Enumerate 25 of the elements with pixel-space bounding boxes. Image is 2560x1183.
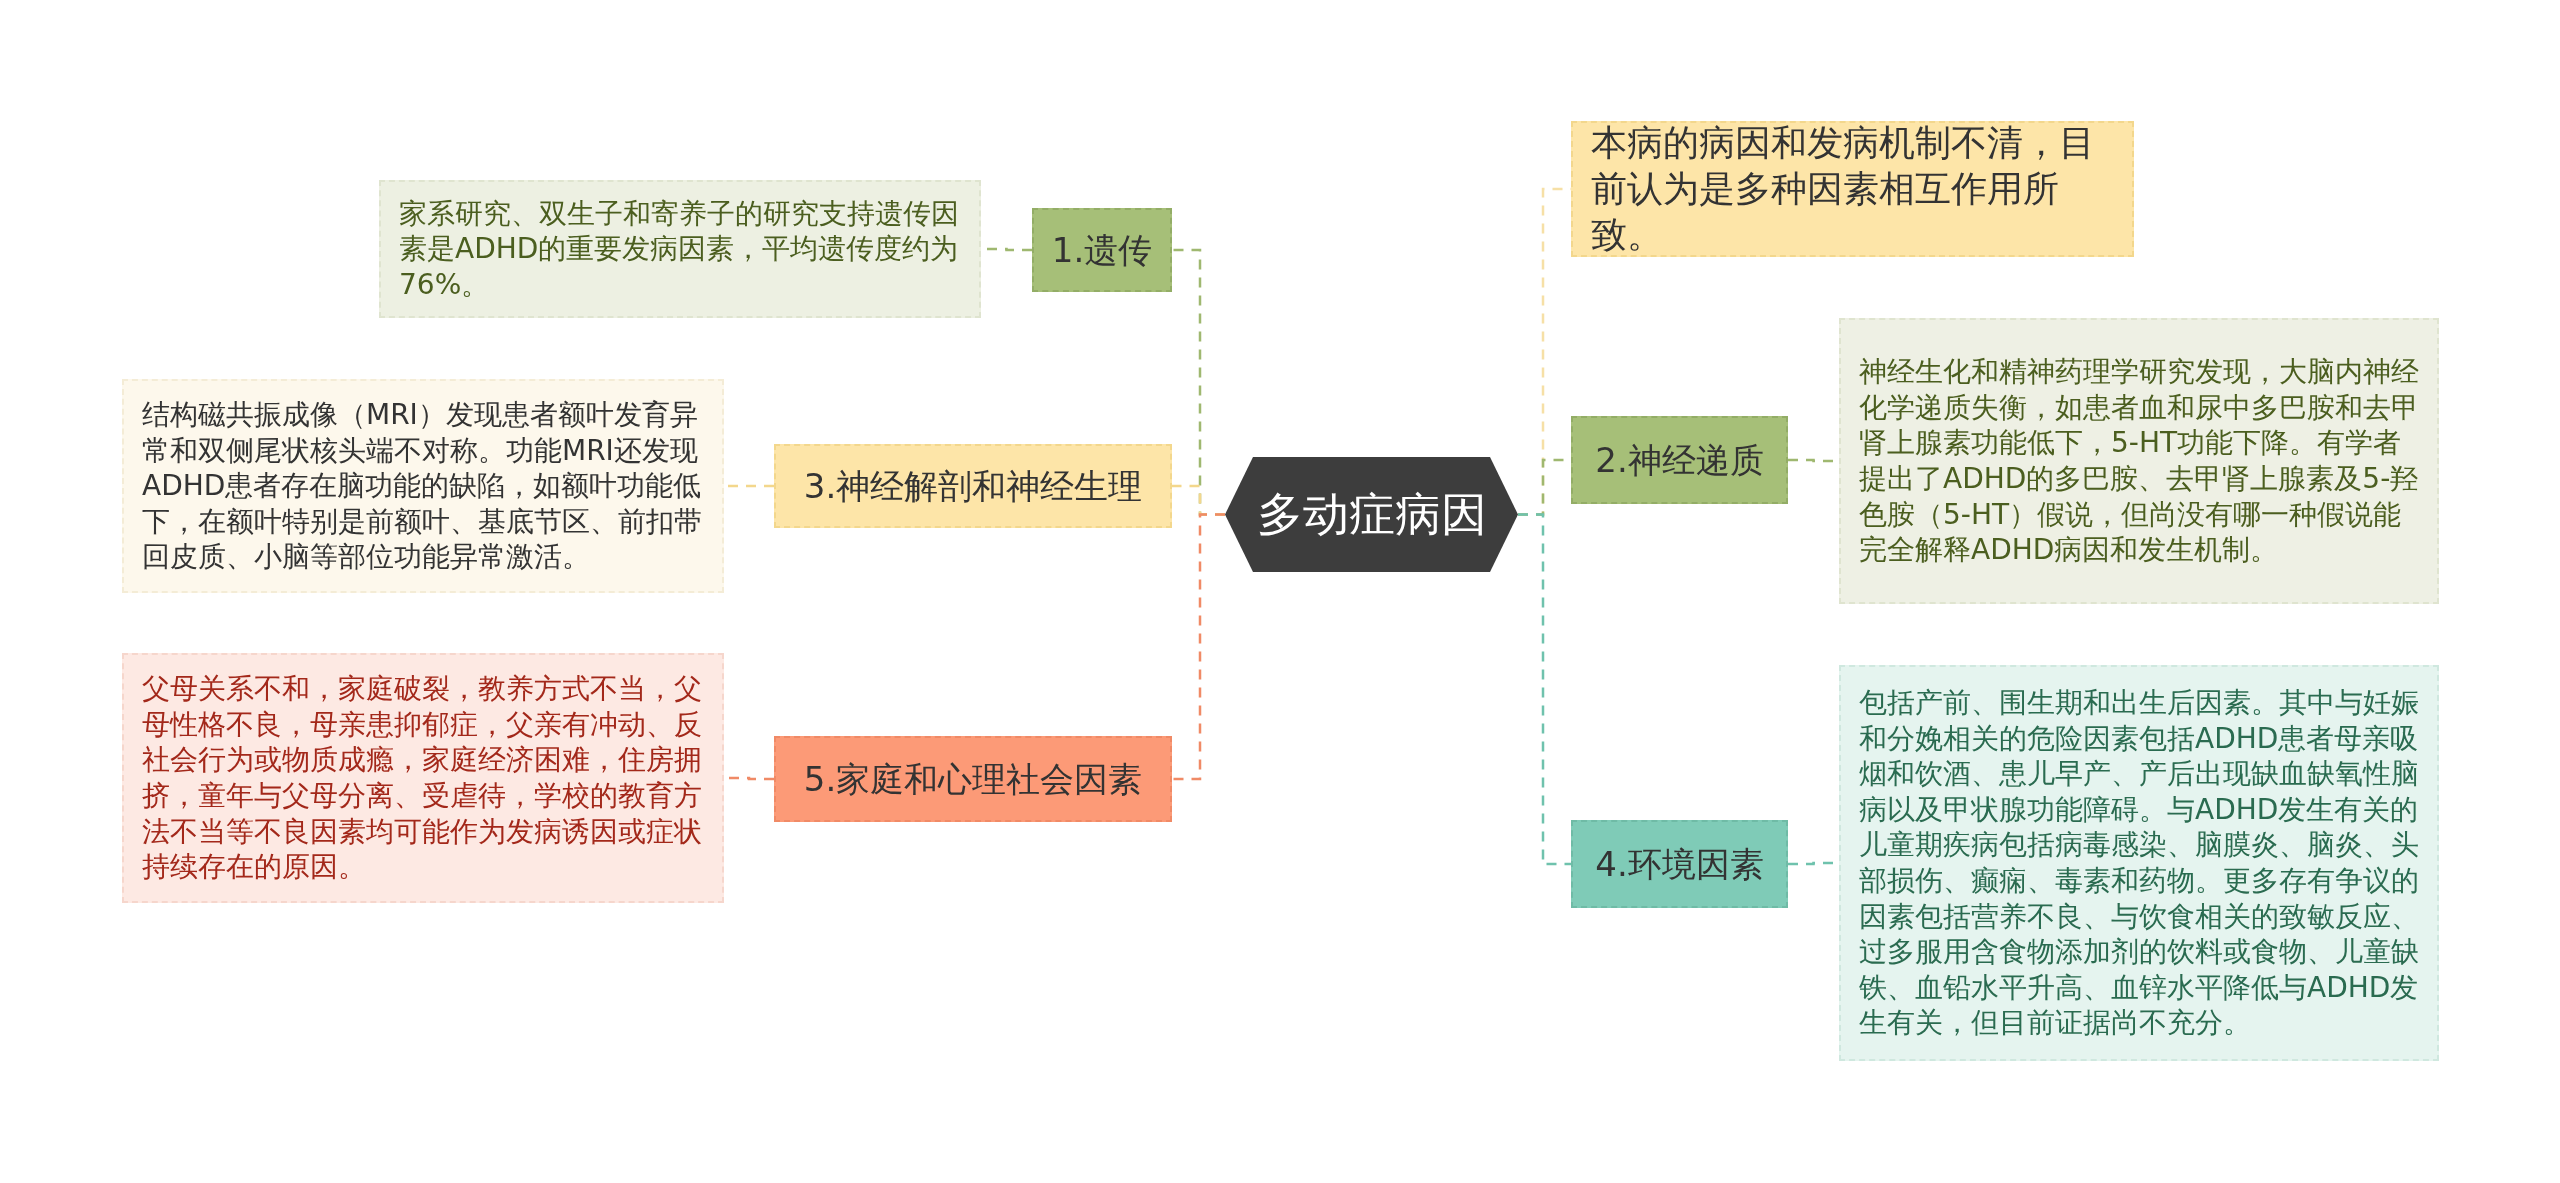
note-text: 包括产前、围生期和出生后因素。其中与妊娠和分娩相关的危险因素包括ADHD患者母亲吸烟和饮酒、患儿早产、产后出现缺血缺氧性脑病以及甲状腺功能障碍。与ADHD发生有关的儿童期疾病包括病毒感染、脑膜炎、脑炎、头部损伤、癫痫、毒素和药物。更多存有争议的因素包括营养不良、与饮食相关的致敏反应、过多服用含食物添加剂的饮料或食物、儿童缺铁、血铅水平升高、血锌水平降低与ADHD发生有关，但目前证据尚不充分。: [1859, 685, 2419, 1041]
note-box: [122, 653, 724, 903]
topic-label: 1.遗传: [1051, 229, 1153, 271]
topic-label: 2.神经递质: [1595, 439, 1764, 481]
topic-label: 多动症病因: [1256, 486, 1487, 543]
note-text: 神经生化和精神药理学研究发现，大脑内神经化学递质失衡，如患者血和尿中多巴胺和去甲肾上腺素功能低下，5-HT功能下降。有学者提出了ADHD的多巴胺、去甲肾上腺素及5-羟色胺（5-HT）假说，但尚没有哪一种假说能完全解释ADHD病因和发生机制。: [1859, 354, 2419, 568]
connector-line: [1518, 513, 1571, 866]
topic-box: [774, 736, 1172, 822]
note-box: [122, 379, 724, 593]
note-text: 结构磁共振成像（MRI）发现患者额叶发育异常和双侧尾状核头端不对称。功能MRI还发现ADHD患者存在脑功能的缺陷，如额叶功能低下，在额叶特别是前额叶、基底节区、前扣带回皮质、小脑等部位功能异常激活。: [142, 397, 703, 575]
note-text: 家系研究、双生子和寄养子的研究支持遗传因素是ADHD的重要发病因素，平均遗传度约为76%。: [399, 195, 960, 303]
note-box: [1839, 318, 2439, 604]
connector-line: [1172, 513, 1225, 781]
topic-box: [1571, 416, 1788, 504]
central-topic-hexagon: [1225, 457, 1518, 572]
topic-label: 5.家庭和心理社会因素: [803, 758, 1143, 800]
note-text: 父母关系不和，家庭破裂，教养方式不当，父母性格不良，母亲患抑郁症，父亲有冲动、反社会行为或物质成瘾，家庭经济困难，住房拥挤，童年与父母分离、受虐待，学校的教育方法不当等不良因素均可能作为发病诱因或症状持续存在的原因。: [142, 671, 703, 885]
note-box: [1839, 665, 2439, 1061]
topic-box: [774, 444, 1172, 528]
note-box: [379, 180, 981, 318]
topic-label: 3.神经解剖和神经生理: [803, 465, 1143, 507]
topic-box: [1571, 820, 1788, 908]
note-text: 本病的病因和发病机制不清，目前认为是多种因素相互作用所致。: [1591, 121, 2096, 257]
topic-box: [1032, 208, 1172, 292]
topic-label: 4.环境因素: [1595, 843, 1764, 885]
